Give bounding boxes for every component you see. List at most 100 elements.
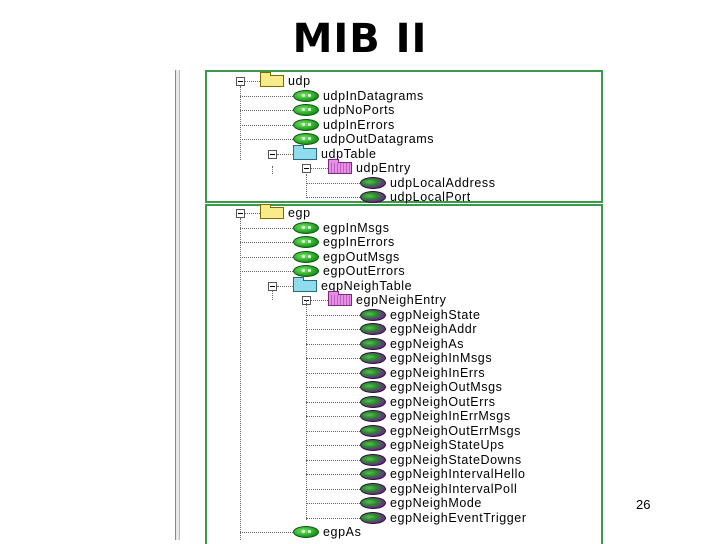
tree-connector: [311, 300, 328, 301]
leaf-icon: [293, 265, 319, 277]
tree-connector: [240, 532, 293, 533]
tree-node-egp[interactable]: egp: [260, 204, 311, 220]
tree-connector: [306, 343, 360, 345]
column-icon: [360, 337, 386, 350]
tree-connector: [306, 387, 360, 388]
tree-node-egpNeighTable[interactable]: egpNeighTable: [293, 276, 413, 293]
tree-node-udpInErrors[interactable]: udpInErrors: [293, 118, 395, 132]
tree-node-label: egpNeighMode: [390, 496, 482, 510]
tree-node-egpInMsgs[interactable]: egpInMsgs: [293, 221, 390, 235]
tree-node-egpNeighInErrMsgs[interactable]: egpNeighInErrMsgs: [360, 409, 511, 423]
leaf-icon: [293, 221, 319, 234]
tree-node-label: udpLocalPort: [390, 190, 471, 204]
tree-connector: [240, 124, 293, 126]
column-icon: [360, 352, 386, 364]
entry-icon: [328, 159, 352, 174]
tree-connector: [306, 329, 360, 330]
tree-node-udpNoPorts[interactable]: udpNoPorts: [293, 103, 395, 117]
table-icon: [293, 144, 317, 160]
tree-node-udpInDatagrams[interactable]: udpInDatagrams: [293, 89, 424, 103]
tree-connector: [306, 503, 360, 504]
tree-node-label: egpNeighInMsgs: [390, 351, 493, 365]
tree-node-egpNeighState[interactable]: egpNeighState: [360, 308, 481, 322]
tree-node-label: egpNeighStateDowns: [390, 452, 522, 467]
tree-connector: [306, 401, 360, 403]
tree-node-label: egpNeighAddr: [390, 322, 478, 336]
tree-connector: [306, 182, 360, 184]
tree-node-label: egpOutMsgs: [323, 249, 400, 264]
tree-node-udpTable[interactable]: udpTable: [293, 144, 377, 161]
tree-node-label: udpEntry: [356, 161, 411, 175]
tree-node-label: egpAs: [323, 525, 362, 539]
tree-scrollbar[interactable]: [175, 70, 180, 540]
tree-node-label: egpNeighOutErrs: [390, 394, 496, 409]
tree-node-egpNeighOutErrs[interactable]: egpNeighOutErrs: [360, 395, 496, 409]
column-icon: [360, 191, 386, 203]
tree-node-udpOutDatagrams[interactable]: udpOutDatagrams: [293, 132, 434, 146]
tree-node-egpNeighOutErrMsgs[interactable]: egpNeighOutErrMsgs: [360, 424, 521, 438]
leaf-icon: [293, 236, 319, 248]
tree-node-label: egpNeighOutMsgs: [390, 380, 503, 394]
tree-node-egpOutMsgs[interactable]: egpOutMsgs: [293, 250, 400, 264]
tree-node-egpNeighIntervalHello[interactable]: egpNeighIntervalHello: [360, 467, 526, 481]
tree-connector: [240, 110, 293, 111]
leaf-icon: [293, 250, 319, 263]
column-icon: [360, 511, 386, 524]
tree-node-egpNeighStateDowns[interactable]: egpNeighStateDowns: [360, 453, 522, 467]
column-icon: [360, 323, 386, 335]
tree-guide-line: [240, 86, 241, 160]
tree-node-egpAs[interactable]: egpAs: [293, 525, 361, 539]
collapse-icon[interactable]: [302, 164, 311, 173]
tree-node-egpNeighInErrs[interactable]: egpNeighInErrs: [360, 366, 485, 380]
leaf-icon: [293, 133, 319, 145]
tree-node-udpEntry[interactable]: udpEntry: [328, 159, 411, 175]
tree-node-egpNeighAs[interactable]: egpNeighAs: [360, 337, 464, 351]
tree-node-label: udp: [288, 74, 311, 88]
tree-guide-line: [272, 166, 273, 174]
tree-node-label: udpTable: [321, 146, 377, 161]
collapse-icon[interactable]: [236, 77, 245, 86]
column-icon: [360, 366, 386, 379]
tree-connector: [311, 168, 328, 169]
tree-node-udpLocalAddress[interactable]: udpLocalAddress: [360, 176, 496, 190]
tree-node-egpNeighEventTrigger[interactable]: egpNeighEventTrigger: [360, 511, 527, 525]
tree-node-udpLocalPort[interactable]: udpLocalPort: [360, 190, 471, 204]
collapse-icon[interactable]: [236, 209, 245, 218]
tree-guide-line: [306, 174, 307, 196]
tree-node-label: udpLocalAddress: [390, 175, 496, 190]
column-icon: [360, 453, 386, 466]
tree-node-label: egpNeighEventTrigger: [390, 510, 527, 525]
tree-node-udp[interactable]: udp: [260, 72, 311, 88]
tree-connector: [306, 416, 360, 417]
tree-node-egpNeighEntry[interactable]: egpNeighEntry: [328, 291, 447, 307]
tree-node-egpNeighIntervalPoll[interactable]: egpNeighIntervalPoll: [360, 482, 517, 496]
tree-node-label: egpNeighOutErrMsgs: [390, 423, 521, 438]
column-icon: [360, 410, 386, 422]
tree-guide-line: [240, 218, 241, 540]
column-icon: [360, 439, 386, 451]
tree-node-egpNeighAddr[interactable]: egpNeighAddr: [360, 322, 477, 336]
tree-connector: [306, 474, 360, 475]
collapse-icon[interactable]: [268, 149, 277, 159]
tree-node-egpNeighStateUps[interactable]: egpNeighStateUps: [360, 438, 505, 452]
tree-guide-line: [306, 300, 307, 520]
tree-connector: [306, 372, 360, 374]
tree-connector: [240, 139, 293, 140]
tree-connector: [306, 459, 360, 461]
tree-node-label: egpNeighTable: [321, 278, 413, 293]
tree-node-label: udpInErrors: [323, 117, 395, 132]
tree-node-egpNeighInMsgs[interactable]: egpNeighInMsgs: [360, 351, 492, 365]
tree-node-egpNeighMode[interactable]: egpNeighMode: [360, 496, 482, 510]
tree-connector: [245, 81, 260, 82]
tree-node-label: egpInMsgs: [323, 220, 390, 235]
tree-connector: [240, 256, 293, 258]
tree-node-label: egpNeighState: [390, 307, 481, 322]
tree-node-egpInErrors[interactable]: egpInErrors: [293, 235, 395, 249]
tree-connector: [240, 242, 293, 243]
leaf-icon: [293, 89, 319, 102]
column-icon: [360, 176, 386, 189]
column-icon: [360, 482, 386, 495]
tree-node-egpOutErrors[interactable]: egpOutErrors: [293, 264, 405, 278]
tree-node-egpNeighOutMsgs[interactable]: egpNeighOutMsgs: [360, 380, 503, 394]
tree-connector: [306, 314, 360, 316]
